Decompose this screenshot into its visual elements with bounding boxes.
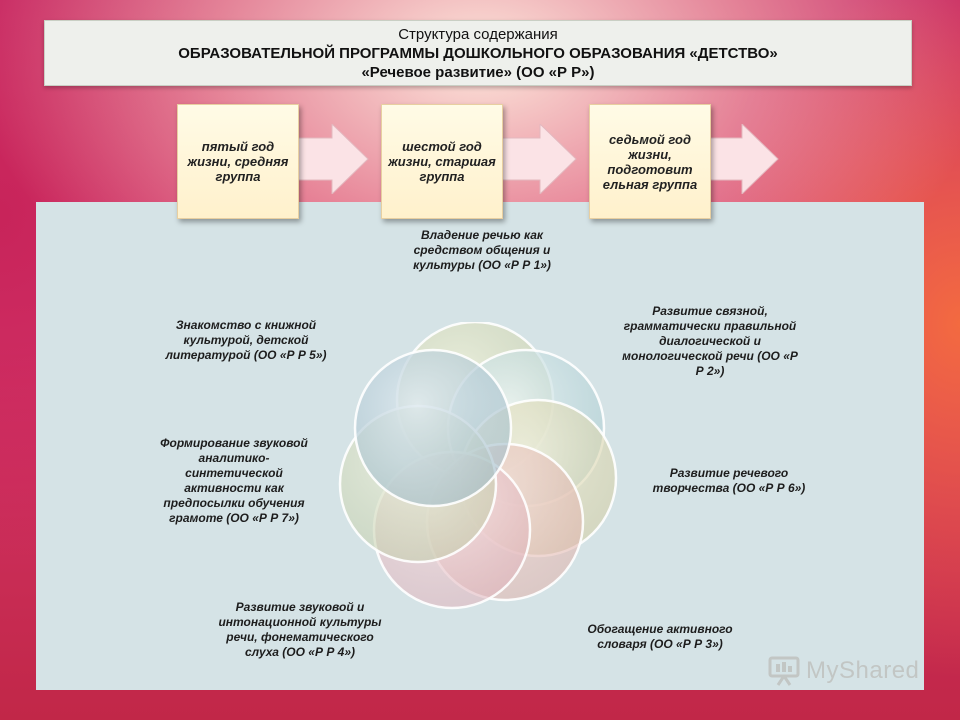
watermark-text: MyShared <box>806 657 920 684</box>
area-rr4: Развитие звуковой и интонационной культу… <box>218 600 382 659</box>
title-line-3: «Речевое развитие» (ОО «Р Р») <box>361 63 595 81</box>
area-rr3: Обогащение активного словаря (ОО «Р Р 3»… <box>587 622 733 651</box>
petal-circle <box>353 348 513 508</box>
stage-middle-group: пятый год жизни, средняя группа <box>177 104 299 219</box>
title-box: Структура содержания ОБРАЗОВАТЕЛЬНОЙ ПРО… <box>44 20 912 86</box>
stage-preparatory-group: седьмой год жизни, подготовит ельная гру… <box>589 104 711 219</box>
title-line-2: ОБРАЗОВАТЕЛЬНОЙ ПРОГРАММЫ ДОШКОЛЬНОГО ОБ… <box>178 44 778 62</box>
stage-middle-group-label: пятый год жизни, средняя группа <box>187 139 289 184</box>
area-rr6: Развитие речевого творчества (ОО «Р Р 6»… <box>652 466 806 495</box>
area-rr7: Формирование звуковой аналитико-синтетич… <box>160 436 308 525</box>
stage-senior-group-label: шестой год жизни, старшая группа <box>388 139 496 184</box>
stage-senior-group: шестой год жизни, старшая группа <box>381 104 503 219</box>
title-line-1: Структура содержания <box>398 25 558 43</box>
presentation-icon <box>768 656 800 686</box>
watermark-logo: MyShared <box>768 656 919 686</box>
area-rr5: Знакомство с книжной культурой, детской … <box>165 318 327 362</box>
stage-preparatory-group-label: седьмой год жизни, подготовит ельная гру… <box>602 131 698 192</box>
petal-diagram <box>338 322 618 610</box>
area-rr2: Развитие связной, грамматически правильн… <box>622 304 798 378</box>
area-rr1: Владение речью как средством общения и к… <box>413 228 551 272</box>
